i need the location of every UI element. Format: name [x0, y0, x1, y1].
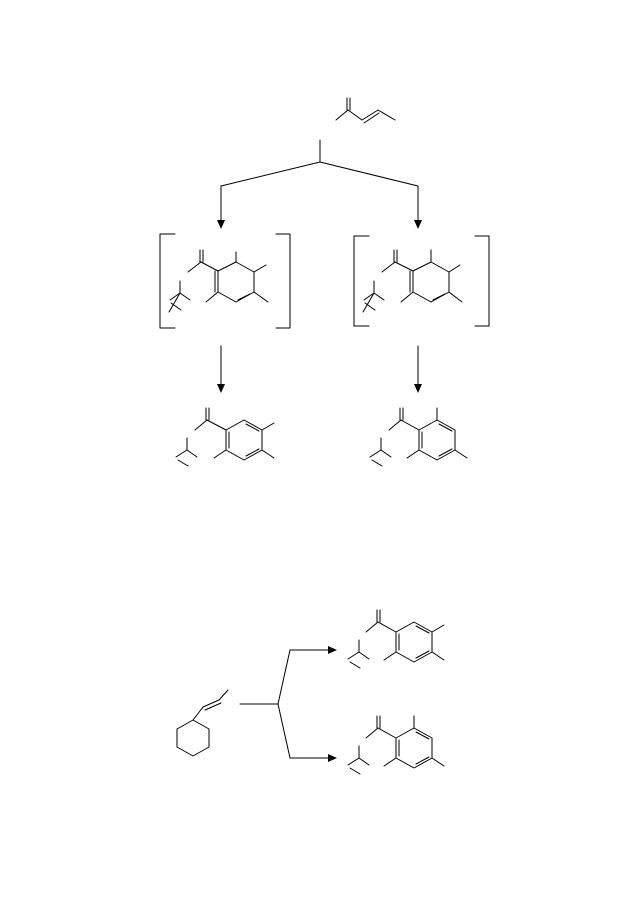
product-left [175, 407, 275, 467]
intermediate-left [159, 233, 291, 329]
product-right [369, 407, 468, 467]
product-bottom-lower [347, 715, 445, 775]
split-arrow-bottom [239, 646, 337, 762]
cyclohexyl-propenyl [176, 689, 229, 757]
intermediate-right [353, 235, 490, 327]
split-arrow-top [217, 139, 422, 229]
starting-diene [335, 97, 396, 124]
arrow-left-down [217, 345, 225, 393]
arrow-right-down [414, 345, 422, 393]
product-bottom-upper [347, 609, 445, 669]
